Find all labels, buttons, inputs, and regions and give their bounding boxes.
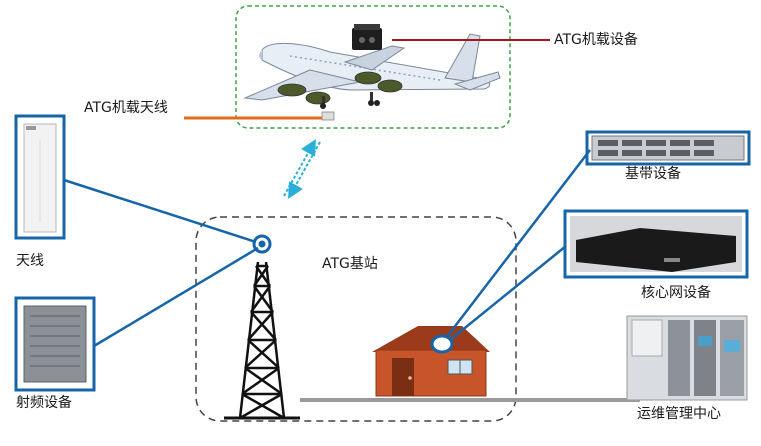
core-network-link-line	[449, 245, 567, 341]
label-core-network-equipment: 核心网设备	[641, 285, 711, 301]
core-network-equipment-icon	[563, 209, 749, 279]
airborne-antenna-icon	[321, 111, 335, 121]
rf-link-line	[93, 246, 259, 348]
base-station-group-border	[195, 216, 517, 422]
signal-link-arrows	[283, 139, 321, 199]
tower-icon	[224, 261, 300, 420]
airplane-icon	[243, 33, 501, 109]
label-antenna: 天线	[16, 253, 44, 269]
label-airborne-equipment: ATG机载设备	[554, 32, 638, 48]
antenna-link-line	[63, 178, 257, 244]
label-rf-equipment: 射频设备	[16, 395, 72, 411]
label-baseband-equipment: 基带设备	[625, 166, 681, 182]
house-roof-antenna-icon	[430, 334, 454, 354]
ops-center-icon	[626, 315, 748, 401]
station-house-icon	[372, 326, 490, 397]
aircraft-group-border	[235, 5, 511, 129]
airborne-equipment-icon	[352, 24, 382, 50]
rf-equipment-icon	[14, 296, 96, 392]
antenna-panel-icon	[14, 114, 66, 240]
baseband-equipment-icon	[585, 130, 751, 166]
baseband-link-line	[445, 149, 591, 339]
label-base-station: ATG基站	[322, 256, 378, 272]
label-airborne-antenna: ATG机载天线	[84, 100, 168, 116]
label-ops-center: 运维管理中心	[637, 406, 721, 422]
